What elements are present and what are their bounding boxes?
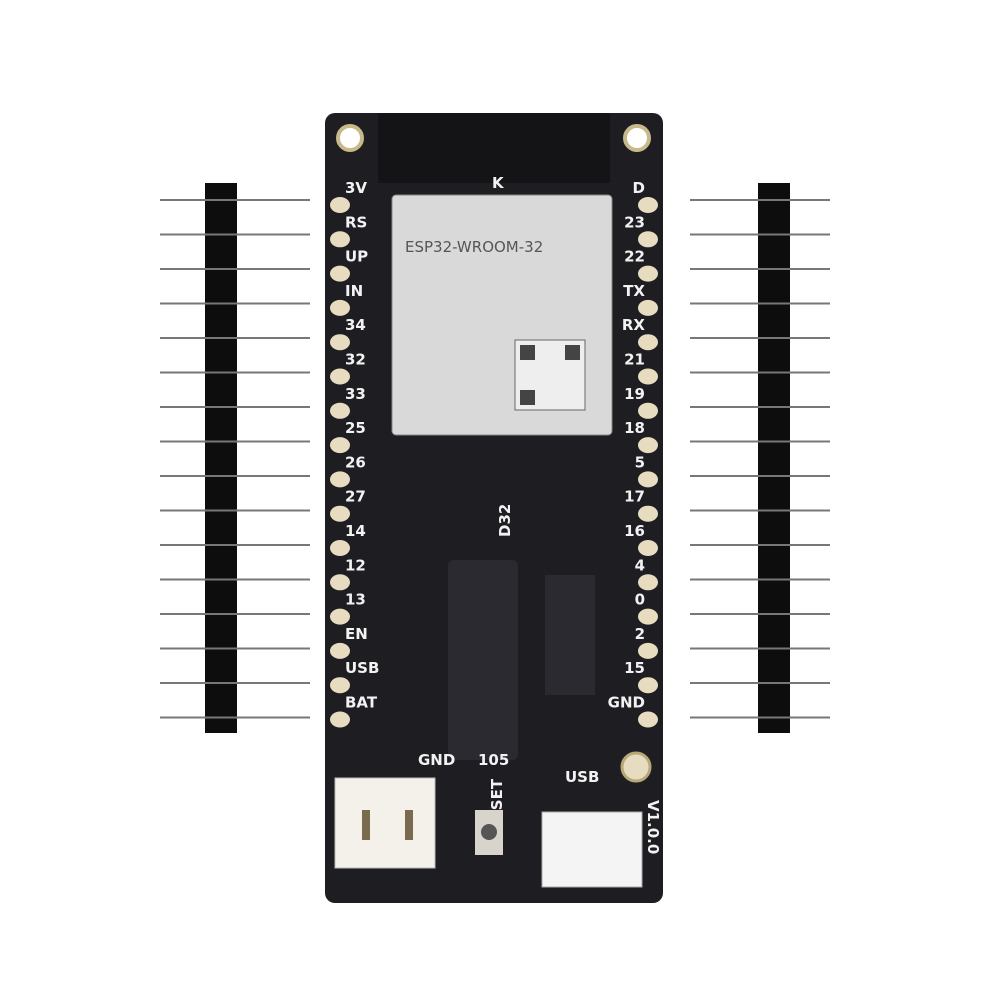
pin-label-left: 14 (345, 522, 366, 540)
pin-pad (330, 231, 350, 248)
pin-label-right: 23 (624, 213, 645, 231)
pin-label-left: 34 (345, 316, 366, 334)
chip-code: 105 (478, 751, 509, 769)
pin-label-right: 2 (635, 625, 645, 643)
right-pin-header (690, 183, 830, 733)
pin-pad (330, 574, 350, 591)
pin-label-left: 13 (345, 591, 366, 609)
pin-pad (638, 197, 658, 213)
pin-pad (638, 711, 658, 728)
pin-label-right: 16 (624, 522, 645, 540)
pin-label-right: D (633, 179, 645, 197)
pin-pad (330, 437, 350, 454)
pin-pad (638, 437, 658, 454)
pin-pad (638, 540, 658, 556)
pin-label-right: 15 (624, 659, 645, 677)
mounting-hole (336, 124, 364, 152)
pin-pad (638, 471, 658, 488)
mounting-hole (620, 751, 652, 783)
pin-label-right: GND (608, 694, 645, 712)
pin-pad (330, 711, 350, 728)
pin-label-left: UP (345, 248, 368, 266)
pin-label-left: 26 (345, 453, 366, 471)
pin-pad (638, 368, 658, 385)
pin-pad (330, 642, 350, 659)
pin-label-right: 22 (624, 248, 645, 266)
pin-pad (638, 265, 658, 282)
reset-button-cap[interactable] (481, 824, 497, 840)
module-label: ESP32-WROOM-32 (405, 238, 543, 256)
mounting-hole (623, 124, 651, 152)
pin-label-left: 3V (345, 179, 367, 197)
header-body (758, 183, 790, 733)
pin-label-left: IN (345, 282, 363, 300)
pin-label-left: USB (345, 659, 379, 677)
pin-pad (638, 505, 658, 522)
pin-label-right: 4 (635, 556, 645, 574)
pin-pad (330, 505, 350, 522)
pin-pad (638, 402, 658, 419)
pin-pad (638, 231, 658, 248)
main-chip (448, 560, 518, 760)
pin-label-left: 12 (345, 556, 366, 574)
battery-connector (334, 777, 436, 869)
pin-pad (638, 677, 658, 694)
pin-pad (330, 197, 350, 213)
usb-label: USB (565, 768, 599, 786)
gnd-label: GND (418, 751, 455, 769)
pin-pad (330, 368, 350, 385)
pin-label-right: 0 (635, 591, 645, 609)
pin-label-right: 5 (635, 453, 645, 471)
usb-chip (545, 575, 595, 695)
pin-label-right: 17 (624, 488, 645, 506)
pin-pad (638, 608, 658, 625)
micro-usb-port[interactable] (541, 811, 643, 888)
pin-pad (638, 642, 658, 659)
pin-pad (330, 265, 350, 282)
top-mark: K (492, 174, 505, 192)
pin-pad (330, 608, 350, 625)
pin-label-left: 27 (345, 488, 366, 506)
pin-pad (638, 574, 658, 591)
pin-pad (330, 402, 350, 419)
pin-label-right: 18 (624, 419, 645, 437)
header-body (205, 183, 237, 733)
pin-pad (330, 471, 350, 488)
pin-pad (330, 540, 350, 556)
pin-label-right: 19 (624, 385, 645, 403)
pin-pad (638, 299, 658, 316)
pin-pad (330, 334, 350, 351)
pin-label-left: 25 (345, 419, 366, 437)
pin-label-left: 32 (345, 351, 366, 369)
pin-label-right: 21 (624, 351, 645, 369)
pin-label-left: EN (345, 625, 368, 643)
pin-label-left: BAT (345, 694, 378, 712)
antenna-area (378, 113, 610, 183)
pin-pad (638, 334, 658, 351)
pin-label-right: TX (623, 282, 645, 300)
pin-label-left: 33 (345, 385, 366, 403)
board-name: D32 (496, 504, 514, 537)
version-label: V1.0.0 (644, 800, 662, 854)
pin-pad (330, 299, 350, 316)
pin-label-left: RS (345, 213, 367, 231)
left-pin-header (160, 183, 310, 733)
pin-pad (330, 677, 350, 694)
pin-label-right: RX (622, 316, 646, 334)
